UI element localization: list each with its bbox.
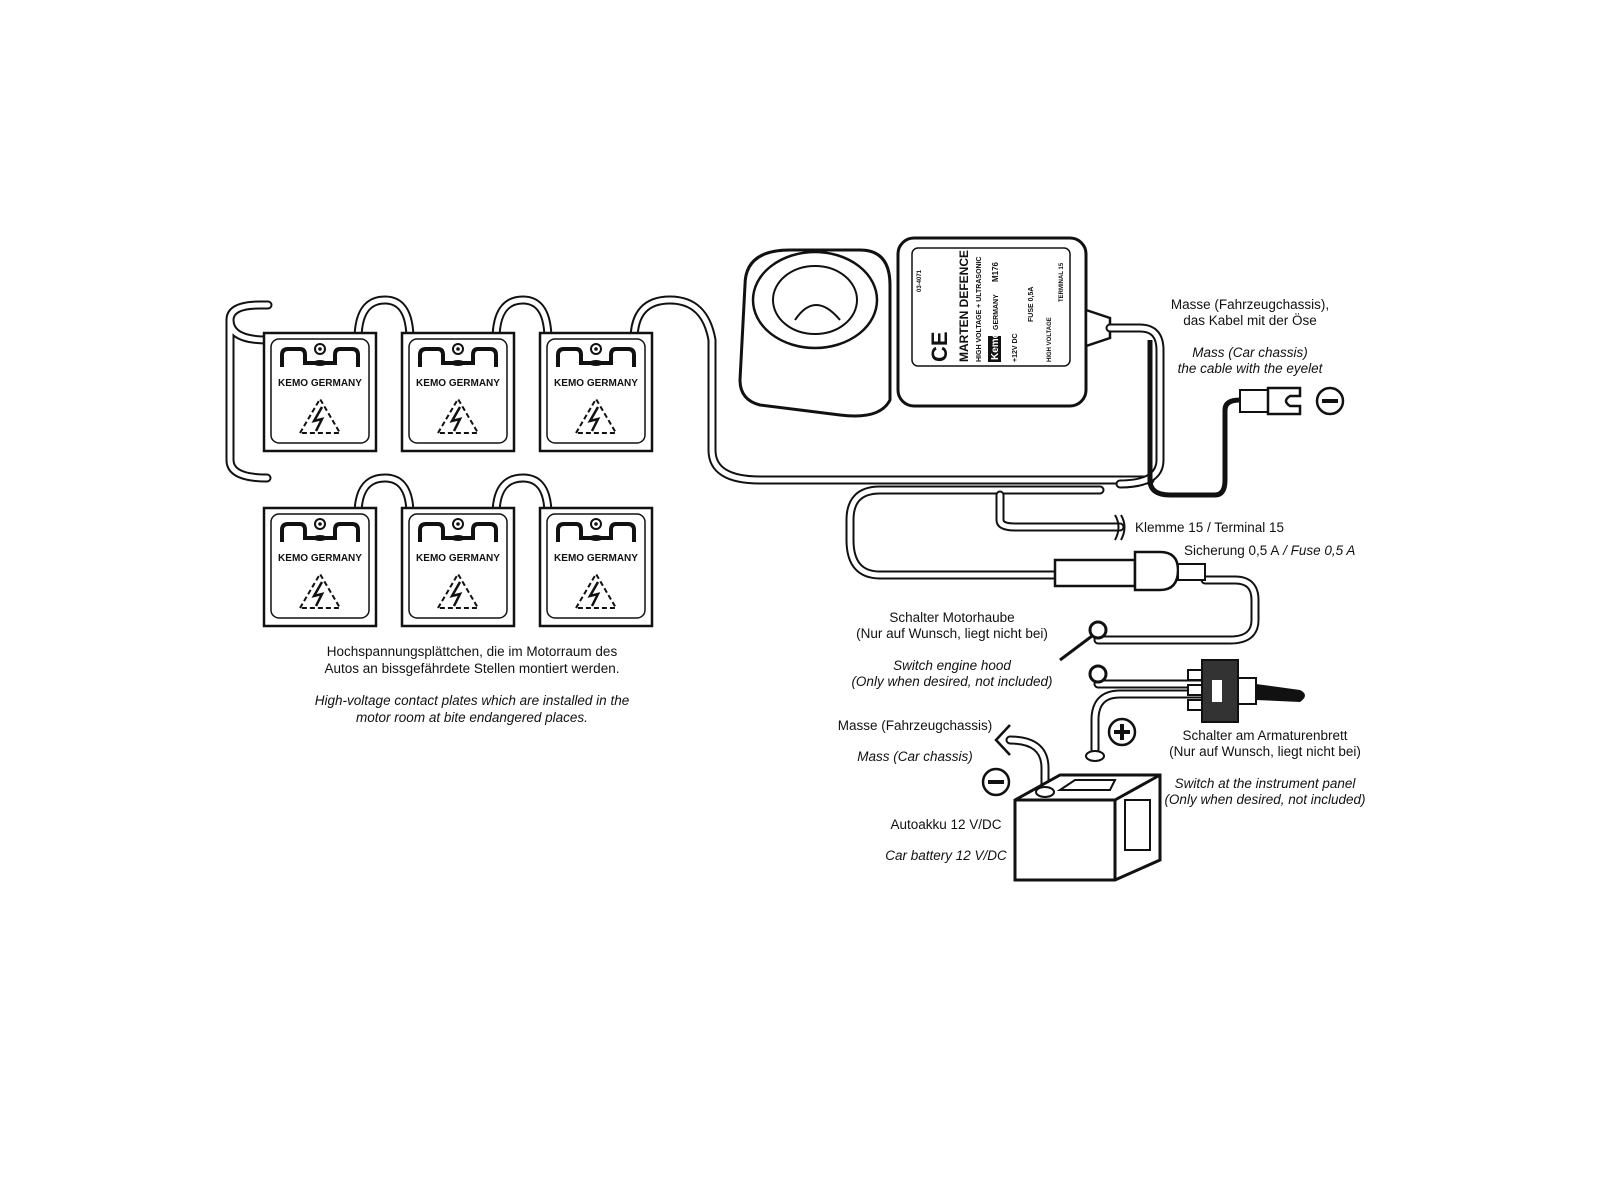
labels: Masse (Fahrzeugchassis), das Kabel mit d… [838,297,1366,863]
svg-text:KEMO GERMANY: KEMO GERMANY [416,553,500,564]
svg-text:MARTEN DEFENCE: MARTEN DEFENCE [957,250,971,362]
contact-plate: KEMO GERMANY [262,331,378,453]
svg-text:Autos an bissgefährdete Stelle: Autos an bissgefährdete Stellen montiert… [325,661,620,676]
svg-text:+12V DC: +12V DC [1012,333,1019,362]
contact-plates: KEMO GERMANY KEMO GERMANY KEMO GERMANY K… [262,331,654,628]
svg-text:HIGH VOLTAGE + ULTRASONIC: HIGH VOLTAGE + ULTRASONIC [976,256,983,362]
svg-text:GERMANY: GERMANY [993,294,1000,330]
svg-text:KEMO GERMANY: KEMO GERMANY [554,553,638,564]
svg-text:Mass (Car chassis): Mass (Car chassis) [857,749,973,764]
svg-text:KEMO GERMANY: KEMO GERMANY [416,378,500,389]
svg-text:Kemo: Kemo [990,332,1001,360]
svg-text:Autoakku 12 V/DC: Autoakku 12 V/DC [890,817,1001,832]
svg-text:Hochspannungsplättchen, die im: Hochspannungsplättchen, die im Motorraum… [327,644,618,659]
hood-switch [1059,620,1108,684]
svg-text:Masse (Fahrzeugchassis): Masse (Fahrzeugchassis) [838,718,993,733]
fuse-holder [1053,550,1206,592]
contact-plate: KEMO GERMANY [538,506,654,628]
svg-text:KEMO GERMANY: KEMO GERMANY [278,378,362,389]
svg-text:Sicherung 0,5 A / Fuse 0,5 A: Sicherung 0,5 A / Fuse 0,5 A [1184,543,1355,558]
svg-text:Switch at the instrument panel: Switch at the instrument panel [1175,776,1357,791]
svg-text:Switch engine hood: Switch engine hood [893,658,1011,673]
svg-text:das Kabel mit der Öse: das Kabel mit der Öse [1183,313,1317,328]
svg-text:TERMINAL 15: TERMINAL 15 [1059,262,1065,302]
svg-text:FUSE 0,5A: FUSE 0,5A [1028,287,1035,322]
svg-text:Mass (Car chassis): Mass (Car chassis) [1192,345,1308,360]
cables [845,323,1260,793]
svg-text:(Only when desired, not includ: (Only when desired, not included) [851,674,1052,689]
svg-text:Klemme 15 / Terminal 15: Klemme 15 / Terminal 15 [1135,520,1284,535]
svg-text:Car battery 12 V/DC: Car battery 12 V/DC [885,848,1007,863]
svg-text:(Nur auf Wunsch, liegt nicht b: (Nur auf Wunsch, liegt nicht bei) [1169,744,1361,759]
contact-plate: KEMO GERMANY [400,506,516,628]
contact-plate: KEMO GERMANY [262,506,378,628]
dashboard-switch [1187,659,1305,723]
svg-text:KEMO GERMANY: KEMO GERMANY [554,378,638,389]
svg-text:HIGH VOLTAGE: HIGH VOLTAGE [1047,317,1053,362]
eyelet-connector [1239,386,1345,416]
svg-text:Schalter Motorhaube: Schalter Motorhaube [889,610,1014,625]
svg-text:CE: CE [927,331,952,362]
svg-text:(Nur auf Wunsch, liegt nicht b: (Nur auf Wunsch, liegt nicht bei) [856,626,1048,641]
plates-caption: Hochspannungsplättchen, die im Motorraum… [315,644,629,725]
svg-text:motor room at bite endangered: motor room at bite endangered places. [356,710,588,725]
svg-text:(Only when desired, not includ: (Only when desired, not included) [1164,792,1365,807]
svg-text:Schalter am Armaturenbrett: Schalter am Armaturenbrett [1182,728,1347,743]
car-battery [981,717,1162,882]
plate-wires [225,295,1155,520]
svg-text:M176: M176 [991,261,1000,282]
svg-text:03-4071: 03-4071 [917,269,923,292]
svg-text:KEMO GERMANY: KEMO GERMANY [278,553,362,564]
marten-defence-device: 03-4071 CE MARTEN DEFENCE HIGH VOLTAGE +… [738,236,1112,418]
svg-text:Masse (Fahrzeugchassis),: Masse (Fahrzeugchassis), [1171,297,1329,312]
svg-text:High-voltage contact plates wh: High-voltage contact plates which are in… [315,693,629,708]
contact-plate: KEMO GERMANY [400,331,516,453]
svg-text:the cable with the eyelet: the cable with the eyelet [1178,361,1324,376]
contact-plate: KEMO GERMANY [538,331,654,453]
